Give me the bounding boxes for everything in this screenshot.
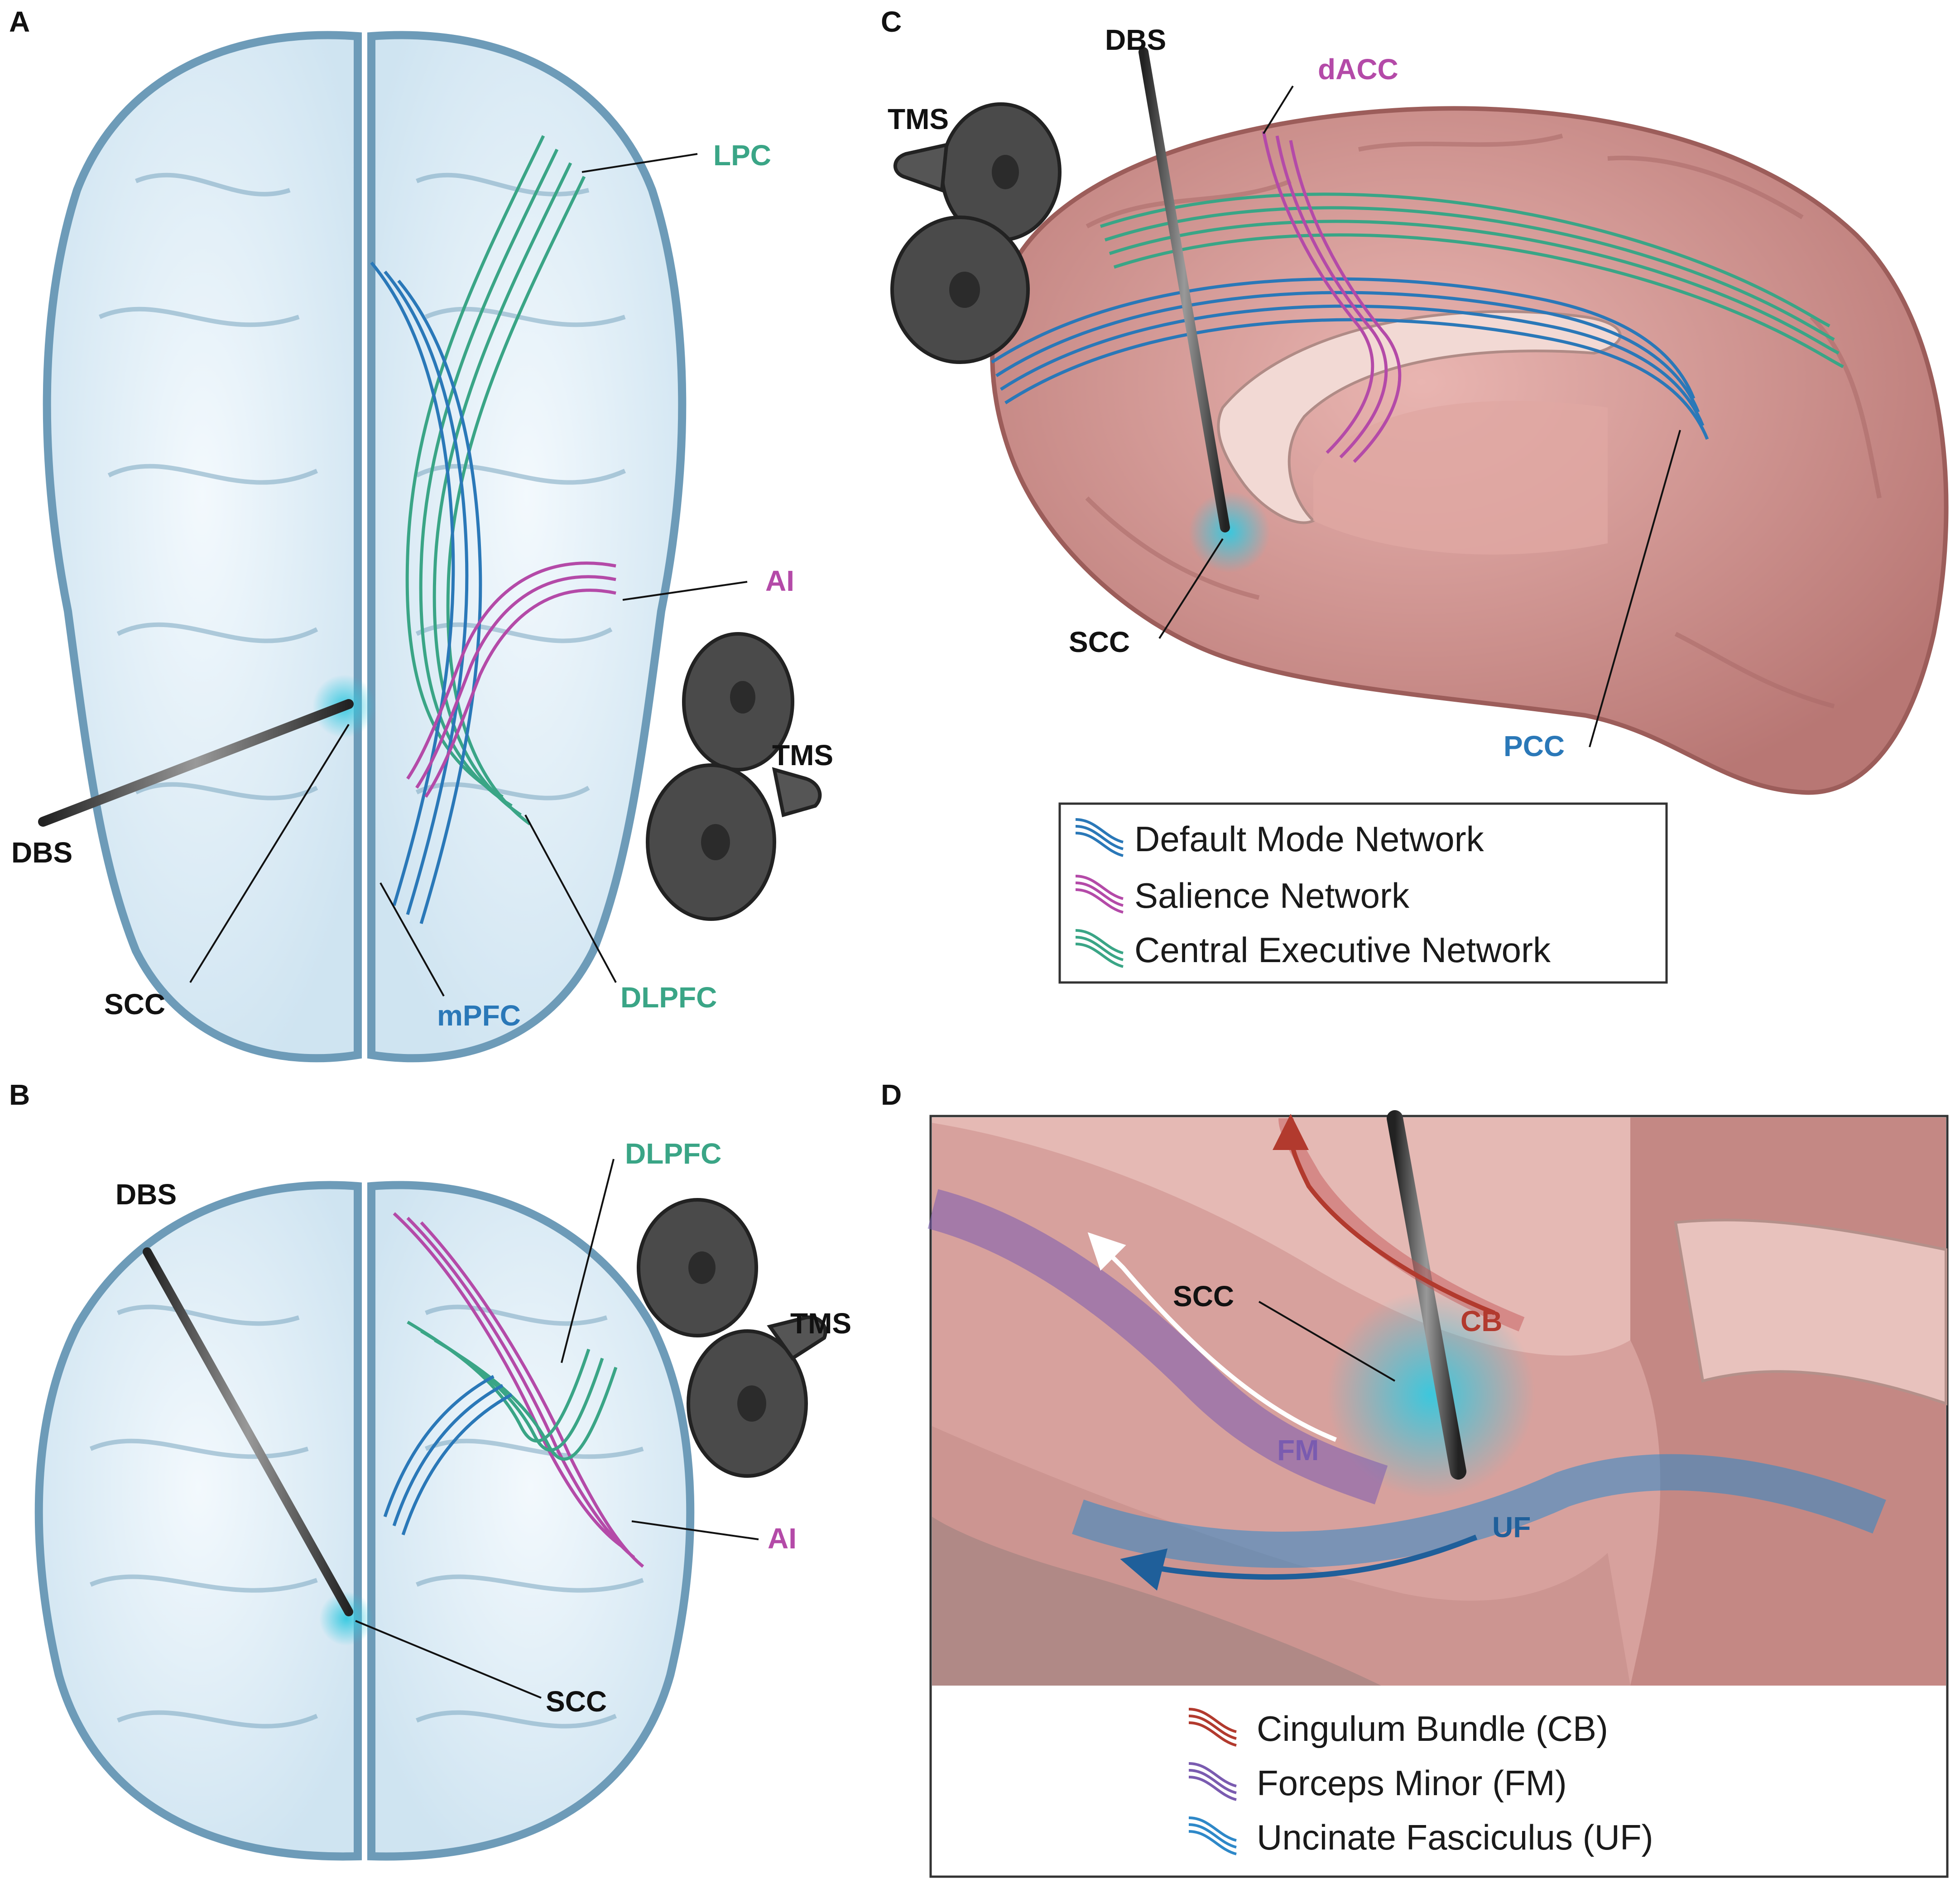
panel-a-label-dlpfc: DLPFC [620,981,717,1014]
panel-b-label-dbs: DBS [115,1178,177,1211]
panel-d-scc-glow [1327,1290,1535,1499]
panel-c-tms-coil [890,102,1062,364]
panel-c-brain [990,106,1949,795]
panel-a-dbs-electrode [38,699,354,827]
legend-label-uf: Uncinate Fasciculus (UF) [1257,1817,1653,1857]
legend-swatch-uf [1188,1816,1237,1855]
legend-swatch-cb [1188,1708,1237,1747]
panel-d-label-uf: UF [1492,1511,1531,1543]
panel-c-label-dbs: DBS [1105,24,1166,56]
panel-b-label-scc: SCC [546,1685,607,1718]
panel-a-label-tms: TMS [772,739,833,771]
panel-a-dmn-fibers [370,261,482,925]
legend-label-cb: Cingulum Bundle (CB) [1257,1709,1608,1749]
panel-d-dbs-electrode [1387,1110,1466,1480]
panel-c-dbs-electrode [1139,47,1230,532]
panel-a-salience-fibers [406,561,616,798]
legend-swatch-salience [1075,875,1124,914]
panel-c-label-scc: SCC [1069,626,1130,658]
panel-c-leaders [1158,85,1681,747]
panel-b: B [9,1078,851,1861]
legend-label-dmn: Default Mode Network [1134,819,1484,859]
legend-label-fm: Forceps Minor (FM) [1257,1763,1567,1803]
panel-c-label-dacc: dACC [1318,53,1398,86]
panel-c-letter: C [881,5,902,38]
panel-d-tracts [927,1114,1886,1591]
panel-d-label-cb: CB [1460,1305,1502,1337]
panel-d-fm-tract [927,1189,1388,1504]
panel-a-brain [43,31,687,1063]
panel-a-letter: A [9,5,30,38]
panel-a-leaders [189,153,748,997]
panel-b-dmn-fibers [383,1375,513,1536]
panel-d-cb-tract [1273,1114,1525,1332]
legend-swatch-dmn [1075,818,1124,857]
panel-d-label-fm: FM [1277,1434,1319,1466]
legend-label-cen: Central Executive Network [1134,930,1551,970]
legend-label-salience: Salience Network [1134,876,1410,915]
panel-a: A [9,5,833,1063]
panel-c-salience-fibers [1262,131,1402,463]
panel-a-cen-fibers [405,135,586,825]
panel-a-label-scc: SCC [104,988,165,1021]
panel-c-legend: Default Mode Network Salience Network Ce… [1058,802,1668,984]
panel-a-label-lpc: LPC [713,139,771,172]
panel-b-dbs-electrode [143,1247,353,1616]
panel-a-label-dbs: DBS [11,836,72,869]
panel-d-legend: Cingulum Bundle (CB) Forceps Minor (FM) … [1188,1708,1653,1857]
panel-c: C [881,5,1949,984]
legend-swatch-cen [1075,929,1124,968]
panel-b-label-ai: AI [768,1522,797,1555]
panel-a-tms-coil [646,632,822,921]
panel-b-label-tms: TMS [790,1307,851,1340]
panel-a-label-ai: AI [765,565,794,597]
panel-b-scc-glow [319,1591,374,1646]
panel-a-fibers [370,135,616,925]
panel-b-cen-fibers [407,1320,618,1461]
panel-d-leaders [1258,1301,1396,1382]
panel-c-scc-glow [1189,491,1270,573]
panel-c-label-pcc: PCC [1504,730,1565,762]
panel-b-salience-fibers [393,1212,644,1568]
panel-b-letter: B [9,1078,30,1111]
panel-d-letter: D [881,1078,902,1111]
panel-b-fibers [383,1212,644,1568]
panel-b-tms-coil [637,1198,827,1478]
panel-c-label-tms: TMS [888,103,949,135]
legend-swatch-fm [1188,1762,1237,1801]
panel-d-uf-tract [1072,1454,1886,1591]
panel-c-dmn-fibers [991,277,1709,440]
panel-c-fibers [991,131,1844,463]
panel-c-cen-fibers [1100,192,1844,369]
panel-d-label-scc: SCC [1173,1280,1234,1313]
panel-b-leaders [355,1159,759,1699]
panel-b-label-dlpfc: DLPFC [625,1137,721,1170]
panel-a-label-mpfc: mPFC [437,999,521,1032]
panel-d: D [881,1078,1949,1878]
panel-b-brain [34,1181,695,1861]
